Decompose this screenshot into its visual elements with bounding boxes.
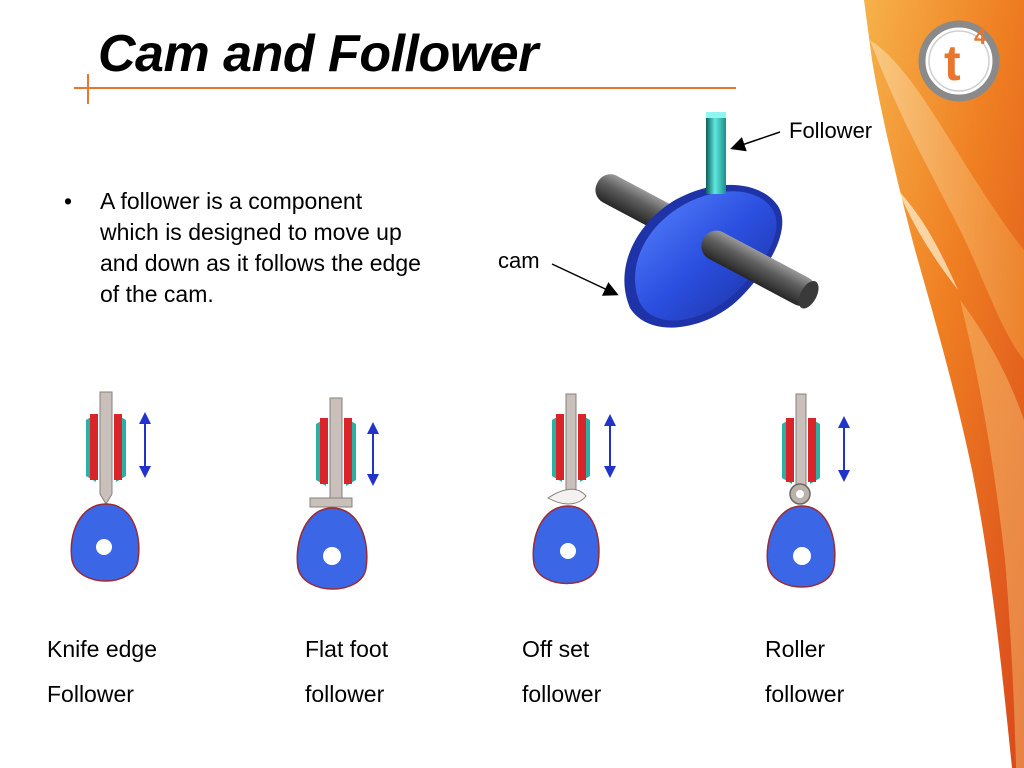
- caption-line: follower: [522, 681, 602, 707]
- bullet-text: A follower is a component which is desig…: [100, 188, 421, 307]
- knife-edge-follower-diagram: [70, 391, 151, 582]
- knife-edge-caption: Knife edge Follower: [47, 634, 157, 709]
- title-underline: [74, 74, 736, 104]
- caption-line: Follower: [47, 681, 134, 707]
- flat-foot-follower-diagram: [296, 397, 379, 590]
- cam-arrow: [551, 263, 619, 296]
- slide-title: Cam and Follower: [98, 25, 538, 83]
- offset-caption: Off set follower: [522, 634, 601, 709]
- bullet-marker: •: [64, 188, 73, 214]
- caption-line: Off set: [522, 636, 590, 662]
- svg-text:4: 4: [974, 24, 987, 49]
- offset-follower-diagram: [532, 393, 616, 585]
- caption-line: Flat foot: [305, 636, 389, 662]
- caption-line: Roller: [765, 636, 826, 662]
- caption-line: follower: [765, 681, 845, 707]
- caption-line: follower: [305, 681, 385, 707]
- follower-arrow: [730, 131, 781, 152]
- roller-follower-diagram: [766, 393, 850, 588]
- cam-3d-illustration: [595, 112, 819, 328]
- t4-logo: t 4: [914, 14, 1004, 109]
- flat-foot-caption: Flat foot follower: [305, 634, 388, 709]
- roller-caption: Roller follower: [765, 634, 844, 709]
- cam-callout-label: cam: [498, 248, 540, 273]
- svg-text:t: t: [944, 35, 961, 91]
- caption-line: Knife edge: [47, 636, 157, 662]
- bullet-list: • A follower is a component which is des…: [64, 186, 424, 310]
- bullet-item: • A follower is a component which is des…: [64, 186, 424, 310]
- follower-callout-label: Follower: [789, 118, 873, 143]
